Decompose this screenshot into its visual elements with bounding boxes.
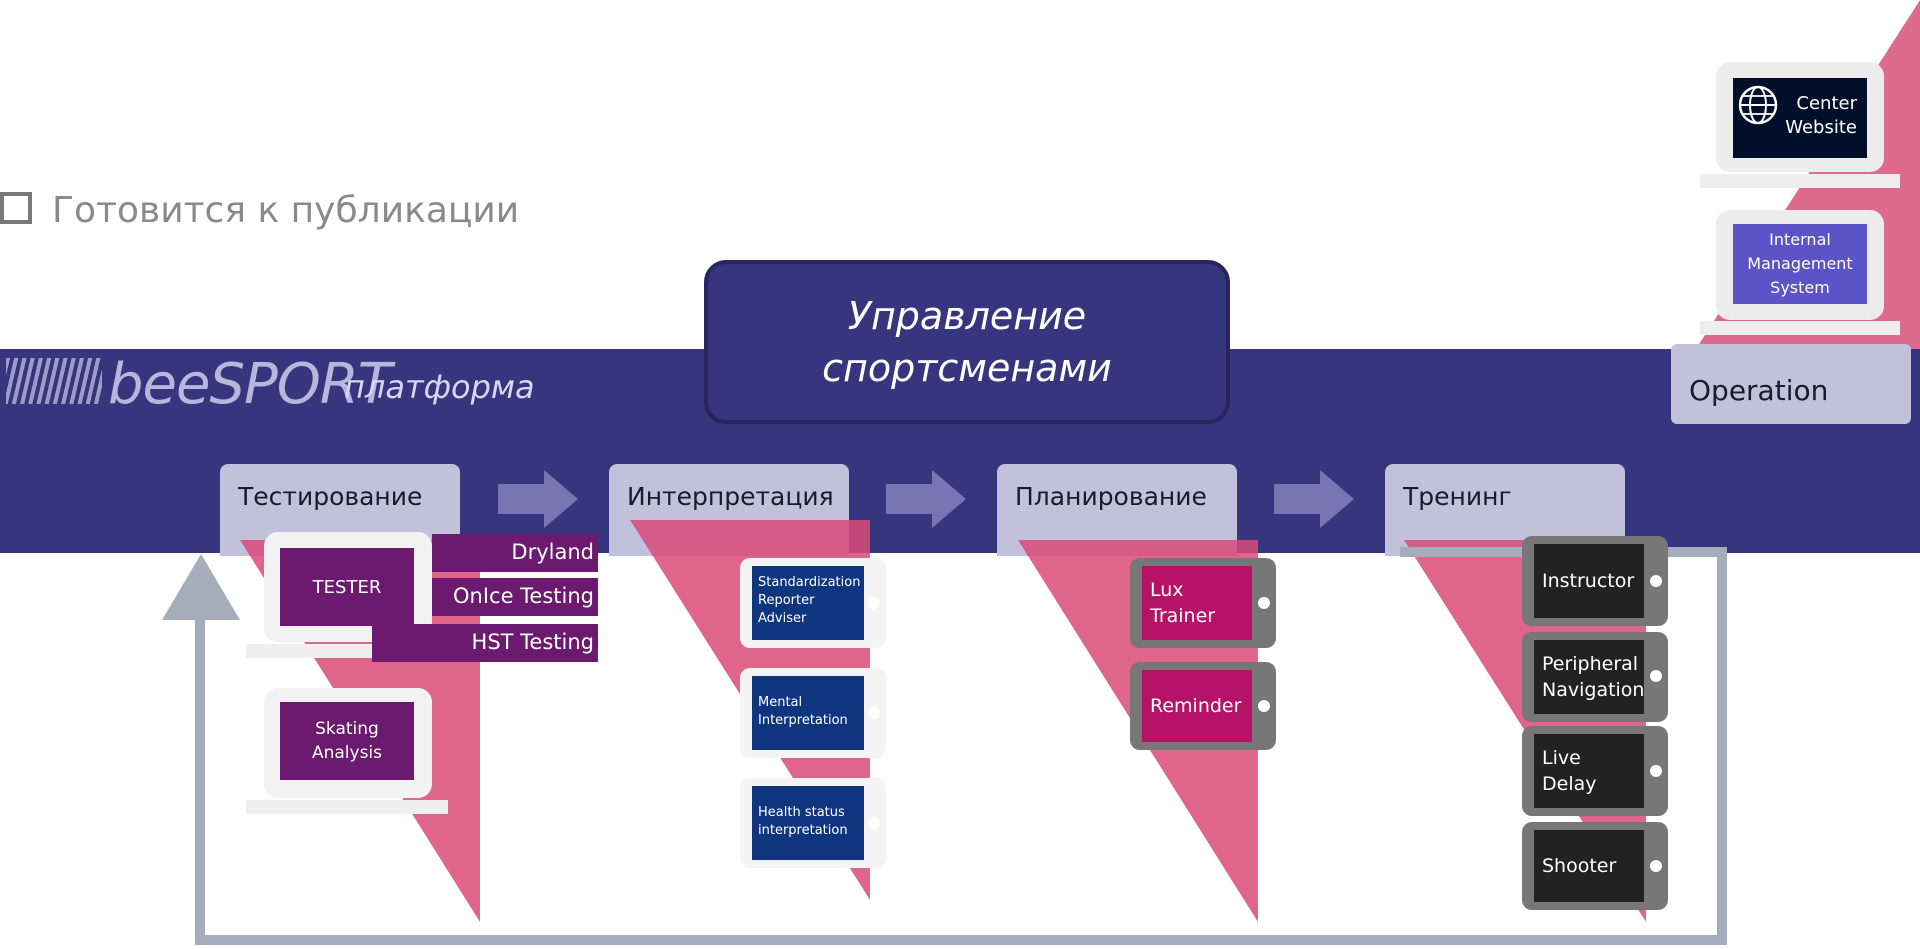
- management-line2: спортсменами: [822, 346, 1112, 390]
- line: Interpretation: [758, 713, 848, 728]
- home-button-icon: [1650, 575, 1662, 587]
- arrow-up-icon: [162, 554, 240, 620]
- shooter-panel[interactable]: Shooter: [1534, 830, 1644, 902]
- home-button-icon: [1258, 700, 1270, 712]
- instructor-panel[interactable]: Instructor: [1534, 544, 1644, 618]
- home-button-icon: [868, 707, 880, 719]
- operation-box: Operation: [1671, 344, 1911, 424]
- stage-label: Интерпретация: [627, 482, 834, 511]
- arrow-right-icon: [886, 470, 966, 528]
- ims-line3: System: [1770, 278, 1830, 297]
- line: Trainer: [1150, 605, 1216, 627]
- peripheral-navigation-panel[interactable]: Peripheral Navigation: [1534, 640, 1644, 714]
- home-button-icon: [868, 597, 880, 609]
- publication-status: Готовится к публикации: [0, 190, 519, 231]
- line: Shooter: [1542, 855, 1617, 877]
- checkbox-icon[interactable]: [0, 192, 32, 224]
- line: Lux: [1150, 579, 1184, 601]
- arrow-right-icon: [1274, 470, 1354, 528]
- skating-line1: Skating: [315, 719, 379, 739]
- brand-subtitle: платформа: [344, 368, 535, 406]
- center-laptop-base: [1700, 174, 1900, 188]
- home-button-icon: [868, 817, 880, 829]
- line: Reporter: [758, 593, 815, 608]
- home-button-icon: [1650, 765, 1662, 777]
- stage-label: Тестирование: [238, 482, 423, 511]
- tag-hst-testing[interactable]: HST Testing: [372, 624, 598, 662]
- line: interpretation: [758, 823, 848, 838]
- line: Live: [1542, 747, 1581, 769]
- tester-label: TESTER: [312, 576, 382, 598]
- line: Standardization: [758, 575, 861, 590]
- mental-panel[interactable]: Mental Interpretation: [752, 676, 864, 750]
- line: Health status: [758, 805, 845, 820]
- center-line1: Center: [1796, 93, 1857, 114]
- management-box: Управление спортсменами: [704, 260, 1230, 424]
- tag-onice-testing[interactable]: OnIce Testing: [432, 578, 598, 616]
- tag-dryland-testing[interactable]: Dryland Testing: [432, 534, 598, 600]
- globe-icon: [1738, 85, 1778, 125]
- center-line2: Website: [1785, 117, 1857, 138]
- lux-trainer-panel[interactable]: Lux Trainer: [1142, 566, 1252, 640]
- stage-label: Тренинг: [1403, 482, 1512, 511]
- ims-line2: Management: [1747, 254, 1853, 273]
- standardization-panel[interactable]: Standardization Reporter Adviser: [752, 566, 864, 640]
- home-button-icon: [1650, 860, 1662, 872]
- health-panel[interactable]: Health status interpretation: [752, 786, 864, 860]
- live-delay-panel[interactable]: Live Delay: [1534, 734, 1644, 808]
- status-label: Готовится к публикации: [52, 190, 520, 231]
- skating-laptop-base: [246, 800, 448, 814]
- ims-panel[interactable]: Internal Management System: [1733, 224, 1867, 304]
- line: Peripheral: [1542, 653, 1639, 675]
- ims-laptop-base: [1700, 321, 1900, 335]
- home-button-icon: [1258, 597, 1270, 609]
- center-website-panel[interactable]: Center Website: [1733, 78, 1867, 158]
- arrow-right-icon: [498, 470, 578, 528]
- line: Instructor: [1542, 570, 1635, 592]
- tester-panel[interactable]: TESTER: [280, 548, 414, 626]
- line: Delay: [1542, 773, 1597, 795]
- brand-logo: beeSPORT: [108, 352, 392, 417]
- skating-line2: Analysis: [311, 743, 383, 763]
- ims-line1: Internal: [1769, 230, 1831, 249]
- logo-stripes-icon: [6, 358, 102, 404]
- operation-label: Operation: [1689, 374, 1829, 407]
- line: Reminder: [1150, 695, 1242, 717]
- line: Adviser: [758, 611, 807, 626]
- skating-panel[interactable]: Skating Analysis: [280, 702, 414, 780]
- home-button-icon: [1650, 670, 1662, 682]
- reminder-panel[interactable]: Reminder: [1142, 670, 1252, 742]
- stage-label: Планирование: [1015, 482, 1207, 511]
- line: Navigation: [1542, 679, 1645, 701]
- management-line1: Управление: [847, 294, 1087, 338]
- line: Mental: [758, 695, 803, 710]
